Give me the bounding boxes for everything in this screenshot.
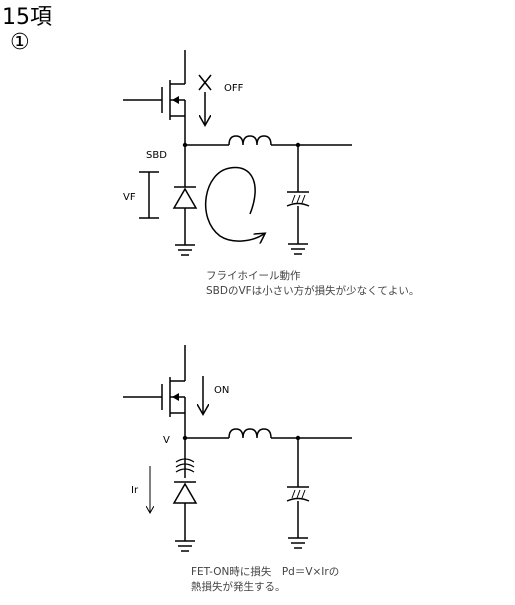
top-inductor — [228, 135, 272, 146]
flywheel-current-loop — [205, 166, 264, 241]
top-state-label: OFF — [224, 83, 244, 94]
bottom-circuit — [123, 345, 352, 552]
bottom-inductor — [228, 428, 272, 439]
top-diode — [172, 145, 198, 256]
top-circuit — [123, 50, 352, 256]
bottom-capacitor — [286, 438, 310, 549]
top-caption-line1: フライホイール動作 — [206, 269, 301, 282]
bottom-caption-line2: 熱損失が発生する。 — [191, 580, 286, 593]
bottom-diode — [172, 438, 198, 552]
top-mosfet — [123, 50, 186, 145]
top-off-indicator — [198, 74, 212, 124]
bottom-node-label: V — [163, 435, 170, 446]
top-caption-line2: SBDのVFは小さい方が損失が少なくてよい。 — [206, 284, 419, 297]
top-voltage-label: VF — [123, 192, 136, 203]
top-vf-bracket — [139, 171, 159, 219]
bottom-mosfet — [123, 345, 186, 438]
bottom-current-label: Ir — [131, 485, 139, 496]
top-capacitor — [286, 145, 310, 255]
top-node-label: SBD — [146, 150, 167, 161]
bottom-caption-line1: FET-ON時に損失 Pd＝V×Irの — [191, 565, 339, 578]
item-number: ① — [10, 30, 30, 55]
section-heading: 15項 — [2, 5, 52, 30]
bottom-state-label: ON — [214, 385, 229, 396]
